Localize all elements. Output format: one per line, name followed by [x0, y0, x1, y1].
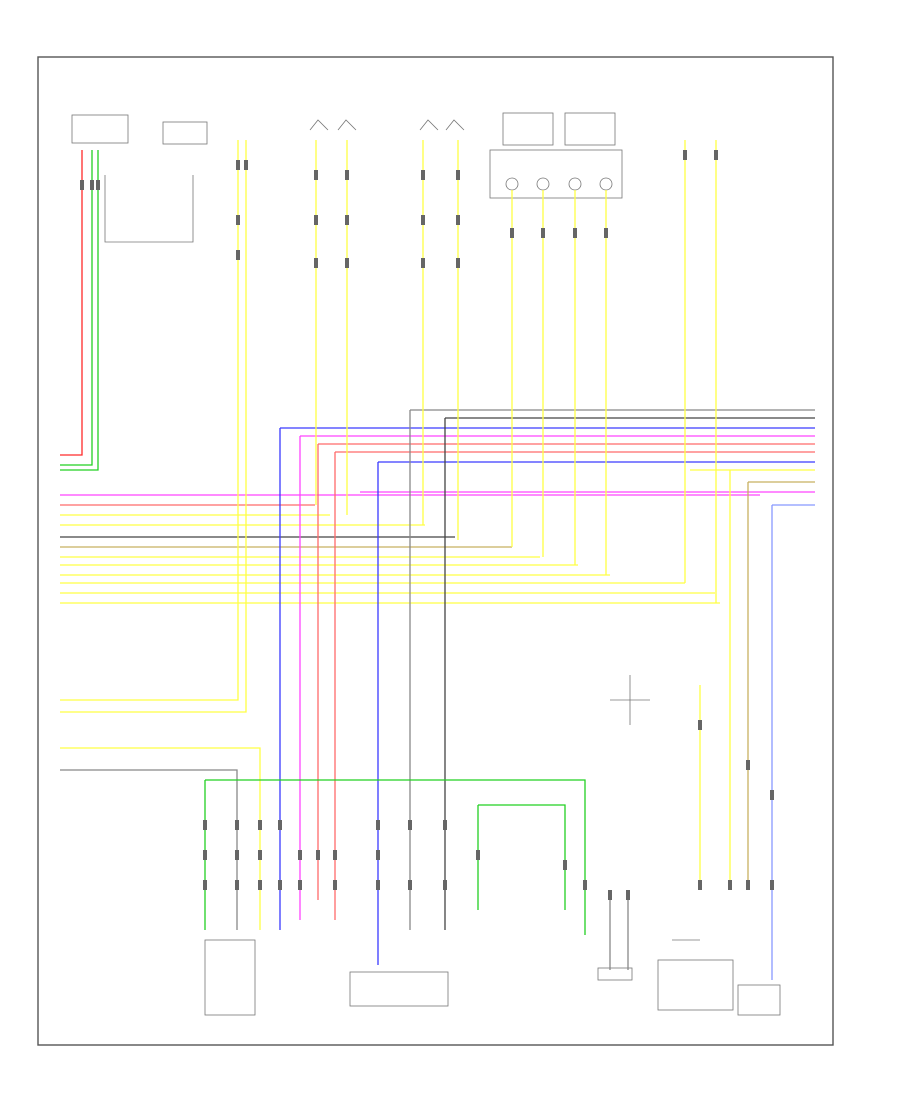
connector-tick	[235, 820, 239, 830]
switch-symbol-1	[309, 119, 329, 131]
connector-tick	[376, 820, 380, 830]
connector-tick	[770, 880, 774, 890]
connector-tick	[278, 820, 282, 830]
wire-51	[60, 769, 238, 930]
wire-50	[60, 747, 261, 930]
connector-tick	[456, 215, 460, 225]
bottom-module-box	[349, 971, 449, 1007]
connector-tick	[376, 850, 380, 860]
connector-tick	[80, 180, 84, 190]
connector-tick	[476, 850, 480, 860]
connector-tick	[235, 880, 239, 890]
connector-tick	[203, 880, 207, 890]
relay-group-box	[489, 149, 623, 199]
connector-tick	[746, 760, 750, 770]
relay-circle-4	[599, 177, 613, 191]
connector-tick	[278, 880, 282, 890]
connector-tick	[604, 228, 608, 238]
connector-tick	[203, 850, 207, 860]
connector-tick	[298, 880, 302, 890]
connector-tick	[345, 258, 349, 268]
connector-tick	[714, 150, 718, 160]
connector-tick	[626, 890, 630, 900]
switch-symbol-4	[445, 119, 465, 131]
connector-tick	[314, 170, 318, 180]
connector-tick	[236, 160, 240, 170]
connector-tick	[314, 215, 318, 225]
ground-bracket-left	[104, 175, 194, 243]
wire-1	[60, 150, 83, 456]
connector-tick	[746, 880, 750, 890]
connector-tick	[258, 880, 262, 890]
bottom-components	[204, 675, 781, 1016]
left-connector-box	[71, 114, 129, 144]
connector-tick	[236, 250, 240, 260]
connector-tick	[421, 170, 425, 180]
connector-tick	[563, 860, 567, 870]
connector-tick	[203, 820, 207, 830]
switch-symbol-3	[419, 119, 439, 131]
relay-circle-2	[536, 177, 550, 191]
connector-tick	[298, 850, 302, 860]
connector-tick	[456, 258, 460, 268]
connector-tick	[683, 150, 687, 160]
connector-tick	[421, 215, 425, 225]
connector-tick	[236, 215, 240, 225]
relay-box-1	[502, 112, 554, 146]
bottom-connector-box-left	[204, 939, 256, 1016]
wire-55	[478, 804, 566, 910]
connector-tick	[443, 880, 447, 890]
connector-tick	[333, 880, 337, 890]
connector-tick	[698, 720, 702, 730]
wires-group	[60, 140, 815, 980]
connector-tick	[698, 880, 702, 890]
connector-tick	[443, 820, 447, 830]
connector-tick	[408, 880, 412, 890]
relay-circle-1	[505, 177, 519, 191]
bottom-small-box	[737, 984, 781, 1016]
connector-tick	[728, 880, 732, 890]
switch-connector-box	[162, 121, 208, 145]
connector-tick	[573, 228, 577, 238]
connector-tick	[376, 880, 380, 890]
diagram-border	[37, 56, 834, 1046]
switch-symbol-2	[337, 119, 357, 131]
connector-tick	[345, 215, 349, 225]
wire-2	[60, 150, 93, 466]
connector-tick	[235, 850, 239, 860]
connector-tick	[333, 850, 337, 860]
relay-box-2	[564, 112, 616, 146]
connector-tick	[244, 160, 248, 170]
relay-circle-3	[568, 177, 582, 191]
connector-tick	[345, 170, 349, 180]
connector-tick	[421, 258, 425, 268]
bottom-bracket	[610, 675, 650, 725]
connector-tick	[90, 180, 94, 190]
connector-tick	[258, 850, 262, 860]
connector-ticks-group	[80, 150, 774, 900]
wire-27	[60, 140, 239, 701]
bottom-connector-right	[597, 967, 633, 981]
connector-tick	[314, 258, 318, 268]
connector-tick	[96, 180, 100, 190]
connector-tick	[608, 890, 612, 900]
connector-tick	[258, 820, 262, 830]
bottom-relay-box	[657, 959, 734, 1011]
wire-28	[60, 140, 247, 713]
connector-tick	[316, 850, 320, 860]
connector-tick	[583, 880, 587, 890]
connector-tick	[541, 228, 545, 238]
connector-tick	[770, 790, 774, 800]
wire-3	[60, 150, 99, 471]
connector-tick	[510, 228, 514, 238]
connector-tick	[456, 170, 460, 180]
connector-tick	[408, 820, 412, 830]
